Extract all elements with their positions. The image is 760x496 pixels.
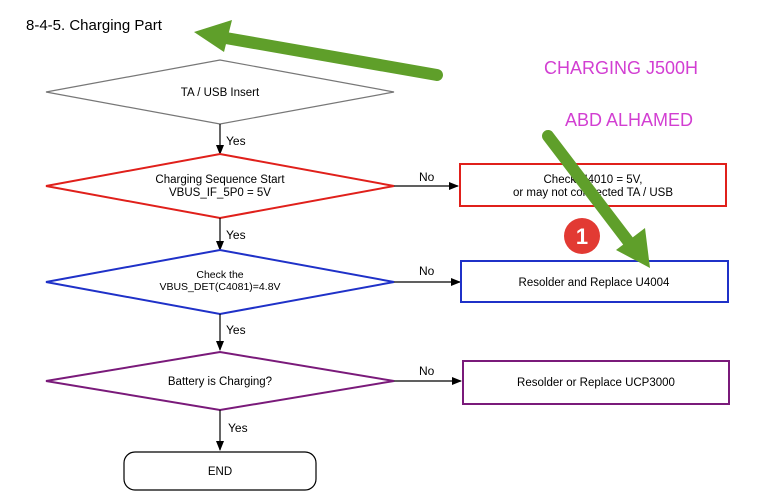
edge-no-2-label: No	[419, 264, 435, 278]
decision-ta-usb-insert	[45, 59, 395, 125]
edge-no-1-label: No	[419, 170, 435, 184]
decision-ta-usb-insert-label: TA / USB Insert	[181, 87, 260, 99]
terminator-end	[123, 451, 317, 491]
edge-yes-4-label: Yes	[228, 421, 248, 435]
page-title: 8-4-5. Charging Part	[26, 17, 163, 34]
decision-charging-start	[45, 152, 395, 220]
decision-check-vbus-det-line2: VBUS_DET(C4081)=4.8V	[159, 281, 280, 293]
decision-check-vbus-det-line1: Check the	[196, 269, 243, 281]
marker-circle	[564, 218, 600, 254]
edge-yes-2-label: Yes	[226, 228, 246, 242]
annotation-author: ABD ALHAMED	[565, 110, 693, 130]
decision-charging-start-line1: Charging Sequence Start	[155, 174, 285, 186]
action-resolder-u4004	[460, 260, 729, 303]
annotation-arrow-title	[194, 20, 443, 81]
action-resolder-ucp3000	[462, 360, 730, 405]
decision-charging-start-line2: VBUS_IF_5P0 = 5V	[169, 187, 271, 199]
annotation-arrow-u4004	[542, 130, 650, 268]
decision-battery-charging-label: Battery is Charging?	[168, 376, 272, 388]
annotation-model: CHARGING J500H	[544, 58, 698, 78]
action-check-u4010-line1: Check U4010 = 5V,	[544, 174, 643, 186]
action-resolder-u4004-label: Resolder and Replace U4004	[519, 277, 670, 289]
edge-yes-1-label: Yes	[226, 134, 246, 148]
marker-number: 1	[576, 224, 588, 249]
terminator-end-label: END	[208, 466, 232, 478]
action-resolder-ucp3000-label: Resolder or Replace UCP3000	[517, 377, 675, 389]
edge-no-3-label: No	[419, 364, 435, 378]
edge-yes-3-label: Yes	[226, 323, 246, 337]
